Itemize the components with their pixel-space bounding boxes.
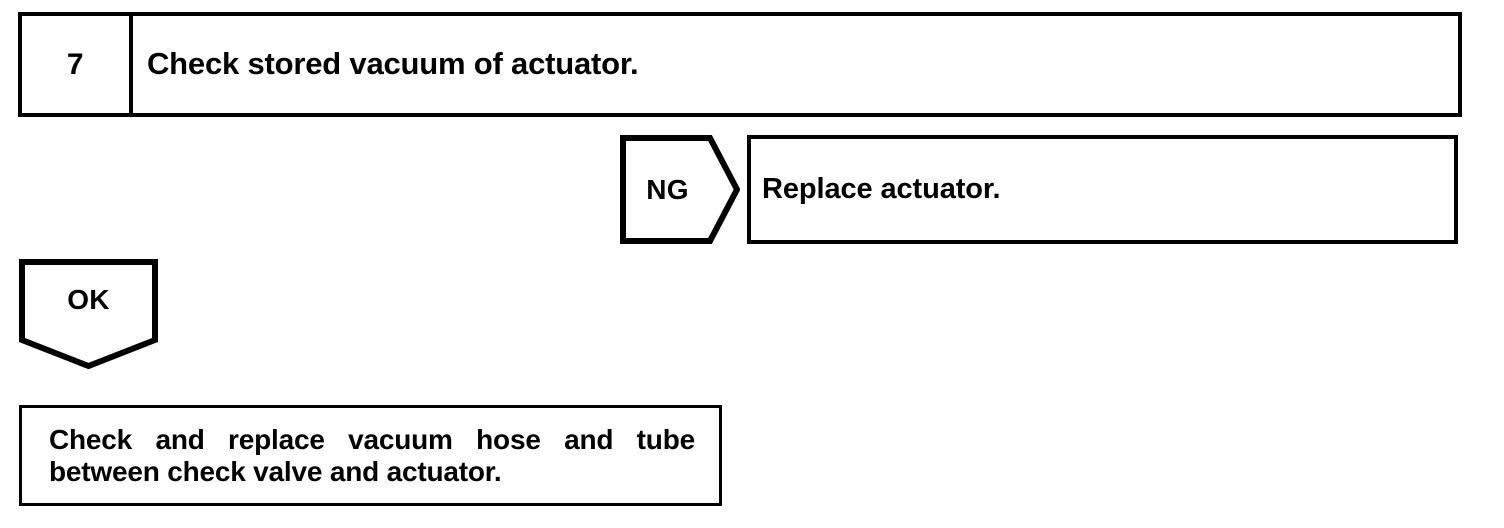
ng-result-box: Replace actuator. (747, 135, 1458, 244)
ok-result-text: Check and replace vacuum hose and tube b… (49, 424, 695, 487)
ok-result-line-1: Check and replace vacuum hose and tube (49, 424, 695, 456)
ok-arrow-shape (19, 259, 158, 369)
step-instruction-text: Check stored vacuum of actuator. (147, 46, 639, 82)
ng-arrow-polygon (620, 135, 740, 244)
ok-result-line-2: between check valve and actuator. (49, 455, 502, 487)
ok-result-box: Check and replace vacuum hose and tube b… (19, 405, 722, 506)
ng-arrow-shape (620, 135, 740, 244)
step-instruction-cell: Check stored vacuum of actuator. (133, 16, 1458, 113)
ok-arrow-polygon (19, 259, 158, 369)
ng-branch-arrow (620, 135, 740, 244)
ng-result-text: Replace actuator. (762, 173, 1001, 206)
step-number: 7 (66, 47, 85, 81)
ok-branch-arrow (19, 259, 158, 369)
step-number-cell: 7 (22, 16, 133, 113)
step-row: 7 Check stored vacuum of actuator. (18, 12, 1462, 117)
